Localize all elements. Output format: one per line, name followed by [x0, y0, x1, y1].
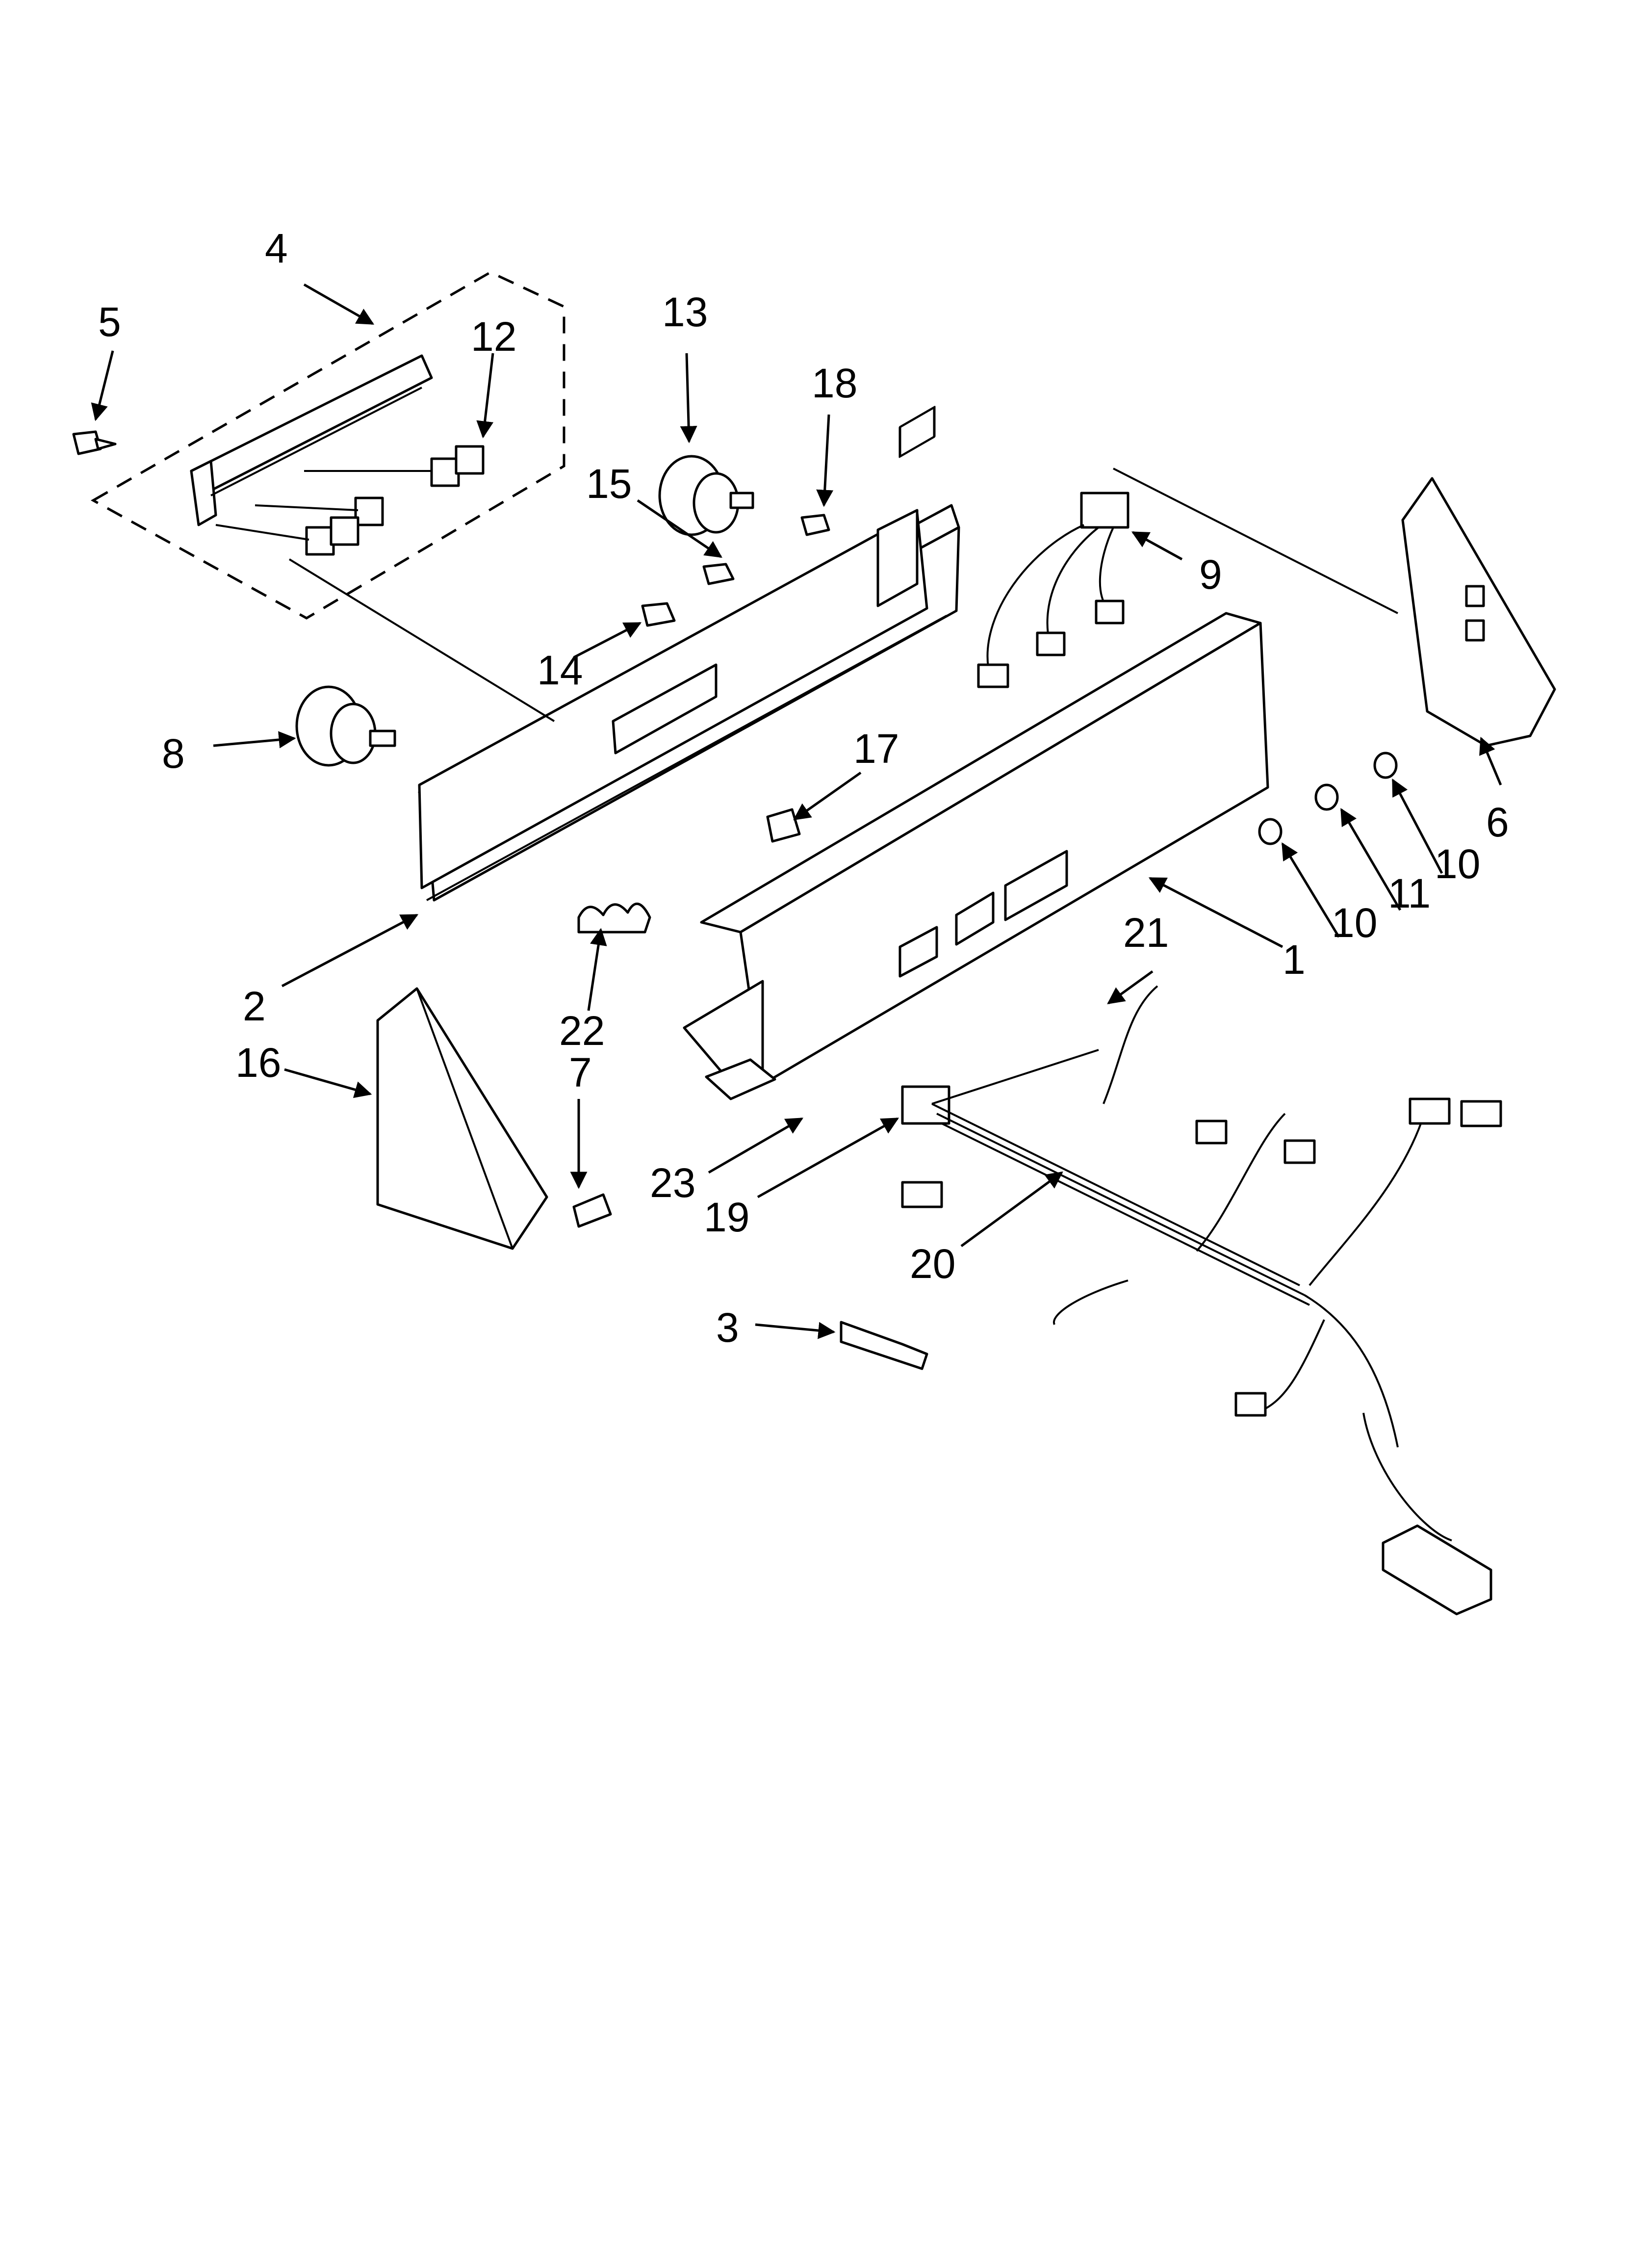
callout-5: 5: [98, 299, 121, 345]
callout-11: 11: [1388, 870, 1431, 916]
callout-16: 16: [235, 1040, 281, 1086]
callout-3: 3: [716, 1304, 739, 1351]
callout-6: 6: [1486, 799, 1509, 845]
callout-21: 21: [1123, 910, 1169, 956]
callout-labels: 4 5 12 13 18 15 14 9 8 17 10 6 11 10 1 2…: [98, 225, 1509, 1351]
callout-13: 13: [662, 289, 708, 335]
callout-22: 22: [559, 1008, 605, 1054]
wire-harness: [901, 985, 1502, 1616]
clips: [577, 808, 801, 934]
callout-10-upper: 10: [1435, 841, 1480, 887]
end-cap-6: [1401, 477, 1556, 747]
callout-4: 4: [265, 225, 288, 271]
connector-9: [977, 492, 1129, 688]
callout-18: 18: [812, 360, 857, 406]
callout-9: 9: [1199, 551, 1222, 598]
callout-10-lower: 10: [1332, 900, 1377, 946]
leader-lines: [91, 283, 1502, 1339]
callout-7: 7: [569, 1049, 592, 1095]
assembly-dashed-boundary: [90, 271, 565, 620]
selector-knob-13: [658, 455, 754, 536]
switch-assembly: [90, 271, 565, 620]
callout-8: 8: [162, 730, 185, 777]
callout-1: 1: [1283, 937, 1306, 983]
callout-23: 23: [650, 1160, 695, 1206]
screw-5: [72, 430, 117, 455]
callout-20: 20: [910, 1241, 955, 1287]
callout-12: 12: [471, 313, 516, 360]
end-cap-16: [376, 987, 548, 1250]
callout-14: 14: [537, 647, 583, 693]
callout-2: 2: [243, 983, 266, 1029]
control-panel-bracket: [418, 504, 960, 902]
callout-19: 19: [704, 1194, 749, 1240]
small-components: [705, 1058, 950, 1370]
callout-15: 15: [586, 461, 632, 507]
screw-7: [572, 1193, 612, 1228]
screws: [641, 514, 830, 627]
callout-17: 17: [853, 726, 899, 772]
selector-knob-8: [295, 685, 396, 767]
console-panel: [683, 406, 1269, 1086]
plugs: [1258, 752, 1398, 845]
push-buttons: [215, 445, 485, 556]
